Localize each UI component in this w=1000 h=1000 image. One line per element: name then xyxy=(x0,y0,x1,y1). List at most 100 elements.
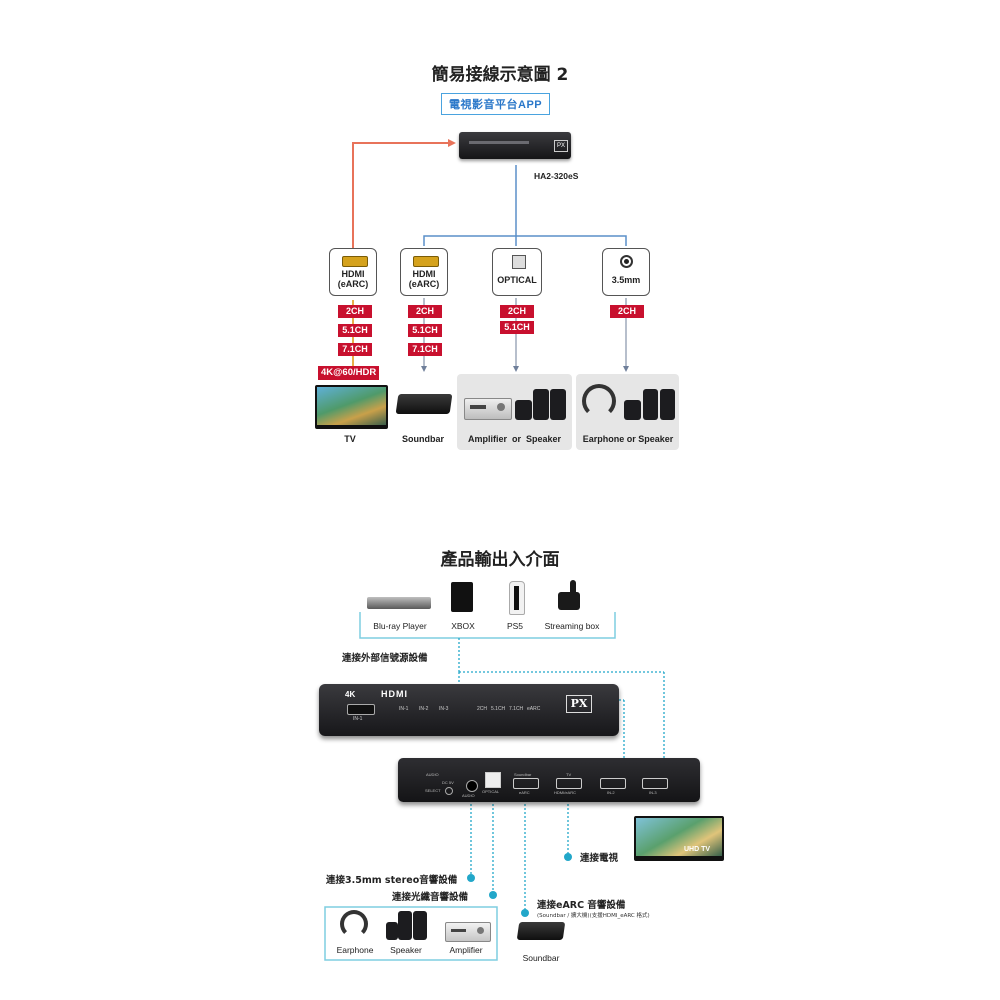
hdmi-earc-line-tv xyxy=(352,142,448,250)
front-logo-4k: 4K xyxy=(345,690,356,699)
speaker-image xyxy=(550,389,566,420)
earphone-image xyxy=(340,910,368,938)
tv-callout-label: 連接電視 xyxy=(580,853,619,864)
hdmi-arrow-head xyxy=(448,139,456,147)
front-logo-hdmi: HDMI xyxy=(381,689,408,699)
earphone-image xyxy=(582,384,616,418)
audio-jack-icon xyxy=(620,255,633,268)
badge-7-1ch: 7.1CH xyxy=(408,343,442,356)
port-label-line1: OPTICAL xyxy=(497,275,537,285)
hdmi-icon xyxy=(413,256,439,267)
dc-port xyxy=(445,787,453,795)
indicator-2ch: 2CH xyxy=(477,706,488,712)
device-indicator-strip xyxy=(469,141,529,144)
indicator-in-3: IN-3 xyxy=(439,706,449,712)
badge-2ch: 2CH xyxy=(500,305,534,318)
device-label-amplifier-speaker: Amplifier or Speaker xyxy=(467,434,562,444)
xbox-image xyxy=(451,582,473,612)
rear-label-dc5v: DC 5V xyxy=(442,780,454,785)
source-caption: 連接外部信號源設備 xyxy=(342,653,428,664)
soundbar-label: Soundbar xyxy=(522,953,560,963)
uhd-tv-screen xyxy=(636,818,722,856)
source-label-streaming-box: Streaming box xyxy=(544,621,600,631)
port-hdmi-earc-tv: HDMI (eARC) xyxy=(329,248,377,296)
source-label-ps5: PS5 xyxy=(506,621,524,631)
earc-callout-dot xyxy=(521,909,529,917)
speaker-image xyxy=(533,389,549,420)
earc-callout-label: 連接eARC 音響設備 xyxy=(537,900,626,911)
port-3-5mm: 3.5mm xyxy=(602,248,650,296)
audio-label-earphone: Earphone xyxy=(336,945,374,955)
audio-label-speaker: Speaker xyxy=(390,945,422,955)
speaker-image xyxy=(643,389,658,420)
badge-5-1ch: 5.1CH xyxy=(408,324,442,337)
tv-callout-dot xyxy=(564,853,572,861)
speaker-image xyxy=(413,911,427,940)
rear-label-select: SELECT xyxy=(425,788,441,793)
device-model-label: HA2-320eS xyxy=(534,171,579,181)
stereo-callout-label: 連接3.5mm stereo音響設備 xyxy=(326,875,458,886)
rear-label-optical: OPTICAL xyxy=(482,789,500,794)
speaker-image xyxy=(624,400,641,420)
earphone-arrow xyxy=(623,366,629,372)
audio-label-amplifier: Amplifier xyxy=(449,945,483,955)
source-label-xbox: XBOX xyxy=(451,621,475,631)
optical-port xyxy=(485,772,501,788)
badge-7-1ch: 7.1CH xyxy=(338,343,372,356)
app-platform-label: 電視影音平台APP xyxy=(441,93,551,115)
ps5-image xyxy=(509,581,525,615)
front-port-label: IN-1 xyxy=(353,716,363,722)
rear-label-earc: eARC xyxy=(519,790,530,795)
speaker-image xyxy=(398,911,412,940)
optical-callout-label: 連接光纖音響設備 xyxy=(392,892,469,903)
source-label-blu-ray: Blu-ray Player xyxy=(373,621,427,631)
indicator-5-1ch: 5.1CH xyxy=(491,706,506,712)
port-label-line1: HDMI xyxy=(412,269,436,279)
device-label-earphone-speaker: Earphone or Speaker xyxy=(582,434,674,444)
indicator-7-1ch: 7.1CH xyxy=(509,706,524,712)
badge-5-1ch: 5.1CH xyxy=(500,321,534,334)
indicator-earc: eARC xyxy=(527,706,541,712)
uhd-tv-image: UHD TV xyxy=(634,816,724,861)
badge-4k60-hdr: 4K@60/HDR xyxy=(318,366,380,380)
source-bracket xyxy=(359,612,616,639)
port-optical: OPTICAL xyxy=(492,248,542,296)
badge-2ch: 2CH xyxy=(338,305,372,318)
distribution-line xyxy=(423,235,627,246)
amplifier-image xyxy=(464,398,512,420)
audio-devices-bracket xyxy=(324,906,498,961)
device-label-tv: TV xyxy=(344,434,356,444)
soundbar-image xyxy=(516,922,566,940)
port-label-line1: 3.5mm xyxy=(611,275,641,285)
optical-icon xyxy=(512,255,526,269)
badge-5-1ch: 5.1CH xyxy=(338,324,372,337)
rear-label-audio2: AUDIO xyxy=(462,793,475,798)
port-label-line1: HDMI xyxy=(341,269,365,279)
speaker-image xyxy=(386,922,398,940)
rear-label-in-2: IN-2 xyxy=(607,790,615,795)
device-label-soundbar: Soundbar xyxy=(402,434,444,444)
soundbar-arrow xyxy=(421,366,427,372)
tv-image xyxy=(315,385,388,429)
blu-ray-player-image xyxy=(367,597,431,609)
diagram2-title: 產品輸出入介面 xyxy=(440,550,560,570)
indicator-in-2: IN-2 xyxy=(419,706,429,712)
amplifier-arrow xyxy=(513,366,519,372)
front-panel-image: 4K HDMI IN-1 IN-1 IN-2 IN-3 2CH 5.1CH 7.… xyxy=(319,684,619,736)
uhd-tv-text: UHD TV xyxy=(684,846,711,853)
speaker-image xyxy=(660,389,675,420)
ha2-device-image: PX xyxy=(459,132,571,159)
earc-port xyxy=(513,778,539,789)
rear-label-hdmi-earc: HDMI/eARC xyxy=(554,790,577,795)
optical-callout-dot xyxy=(489,891,497,899)
rear-label-audio: AUDIO xyxy=(426,772,439,777)
streaming-box-image xyxy=(558,592,580,610)
badge-2ch: 2CH xyxy=(610,305,644,318)
badge-2ch: 2CH xyxy=(408,305,442,318)
front-hdmi-port xyxy=(347,704,375,715)
front-brand-logo: PX xyxy=(566,695,592,713)
earc-callout-note: (Soundbar / 擴大機)(支援HDMI_eARC 格式) xyxy=(537,913,650,919)
amplifier-image xyxy=(445,922,491,942)
stereo-callout-dot xyxy=(467,874,475,882)
